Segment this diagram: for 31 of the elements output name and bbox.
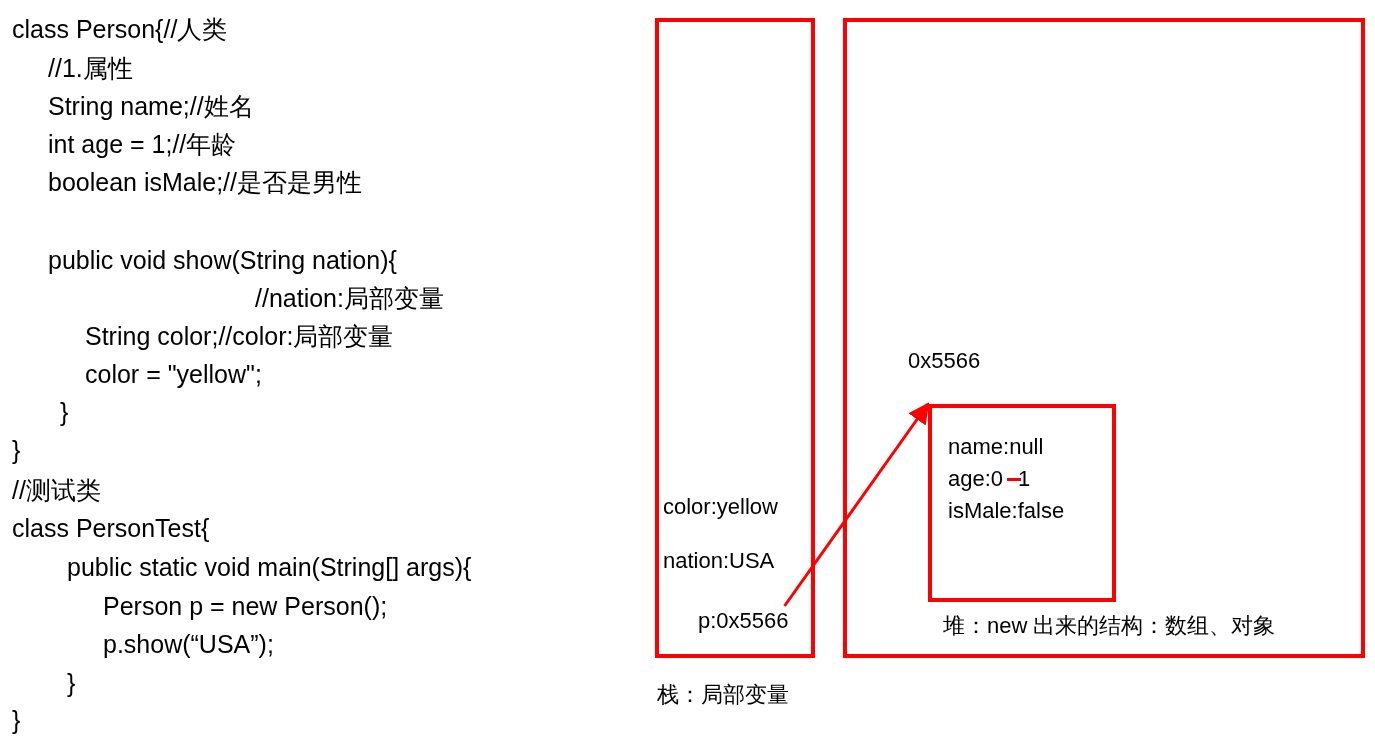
code-line: String name;//姓名 [48,91,254,121]
field-value: isMale:false [948,498,1065,524]
address-label: 0x5566 [908,348,981,374]
code-line: int age = 1;//年龄 [48,129,237,159]
code-line: //nation:局部变量 [255,283,444,313]
stack-variable: p:0x5566 [698,608,789,634]
code-line: class Person{//人类 [12,14,228,44]
code-line: } [60,397,69,427]
code-line: } [67,668,76,698]
heap-caption: 堆：new 出来的结构：数组、对象 [943,613,1276,639]
arrow [783,402,930,607]
field-value: name:null [948,434,1044,460]
code-line: //测试类 [12,475,101,505]
stack-variable: color:yellow [663,494,778,520]
stack-variable: nation:USA [663,548,775,574]
field-value: 1 [1018,466,1031,492]
heap-box [843,18,1365,658]
code-line: } [12,705,21,735]
struck-value: age:0 [948,466,1004,492]
code-line: public void show(String nation){ [48,245,397,275]
stack-caption: 栈：局部变量 [657,682,789,708]
code-line: String color;//color:局部变量 [85,321,394,351]
code-line: class PersonTest{ [12,513,210,543]
code-line: } [12,435,21,465]
code-line: boolean isMale;//是否是男性 [48,167,362,197]
code-line: public static void main(String[] args){ [67,552,472,582]
object-box [928,404,1116,602]
code-line: //1.属性 [48,53,133,83]
code-line: color = "yellow"; [85,359,262,389]
code-line: p.show(“USA”); [103,629,274,659]
code-line: Person p = new Person(); [103,591,388,621]
